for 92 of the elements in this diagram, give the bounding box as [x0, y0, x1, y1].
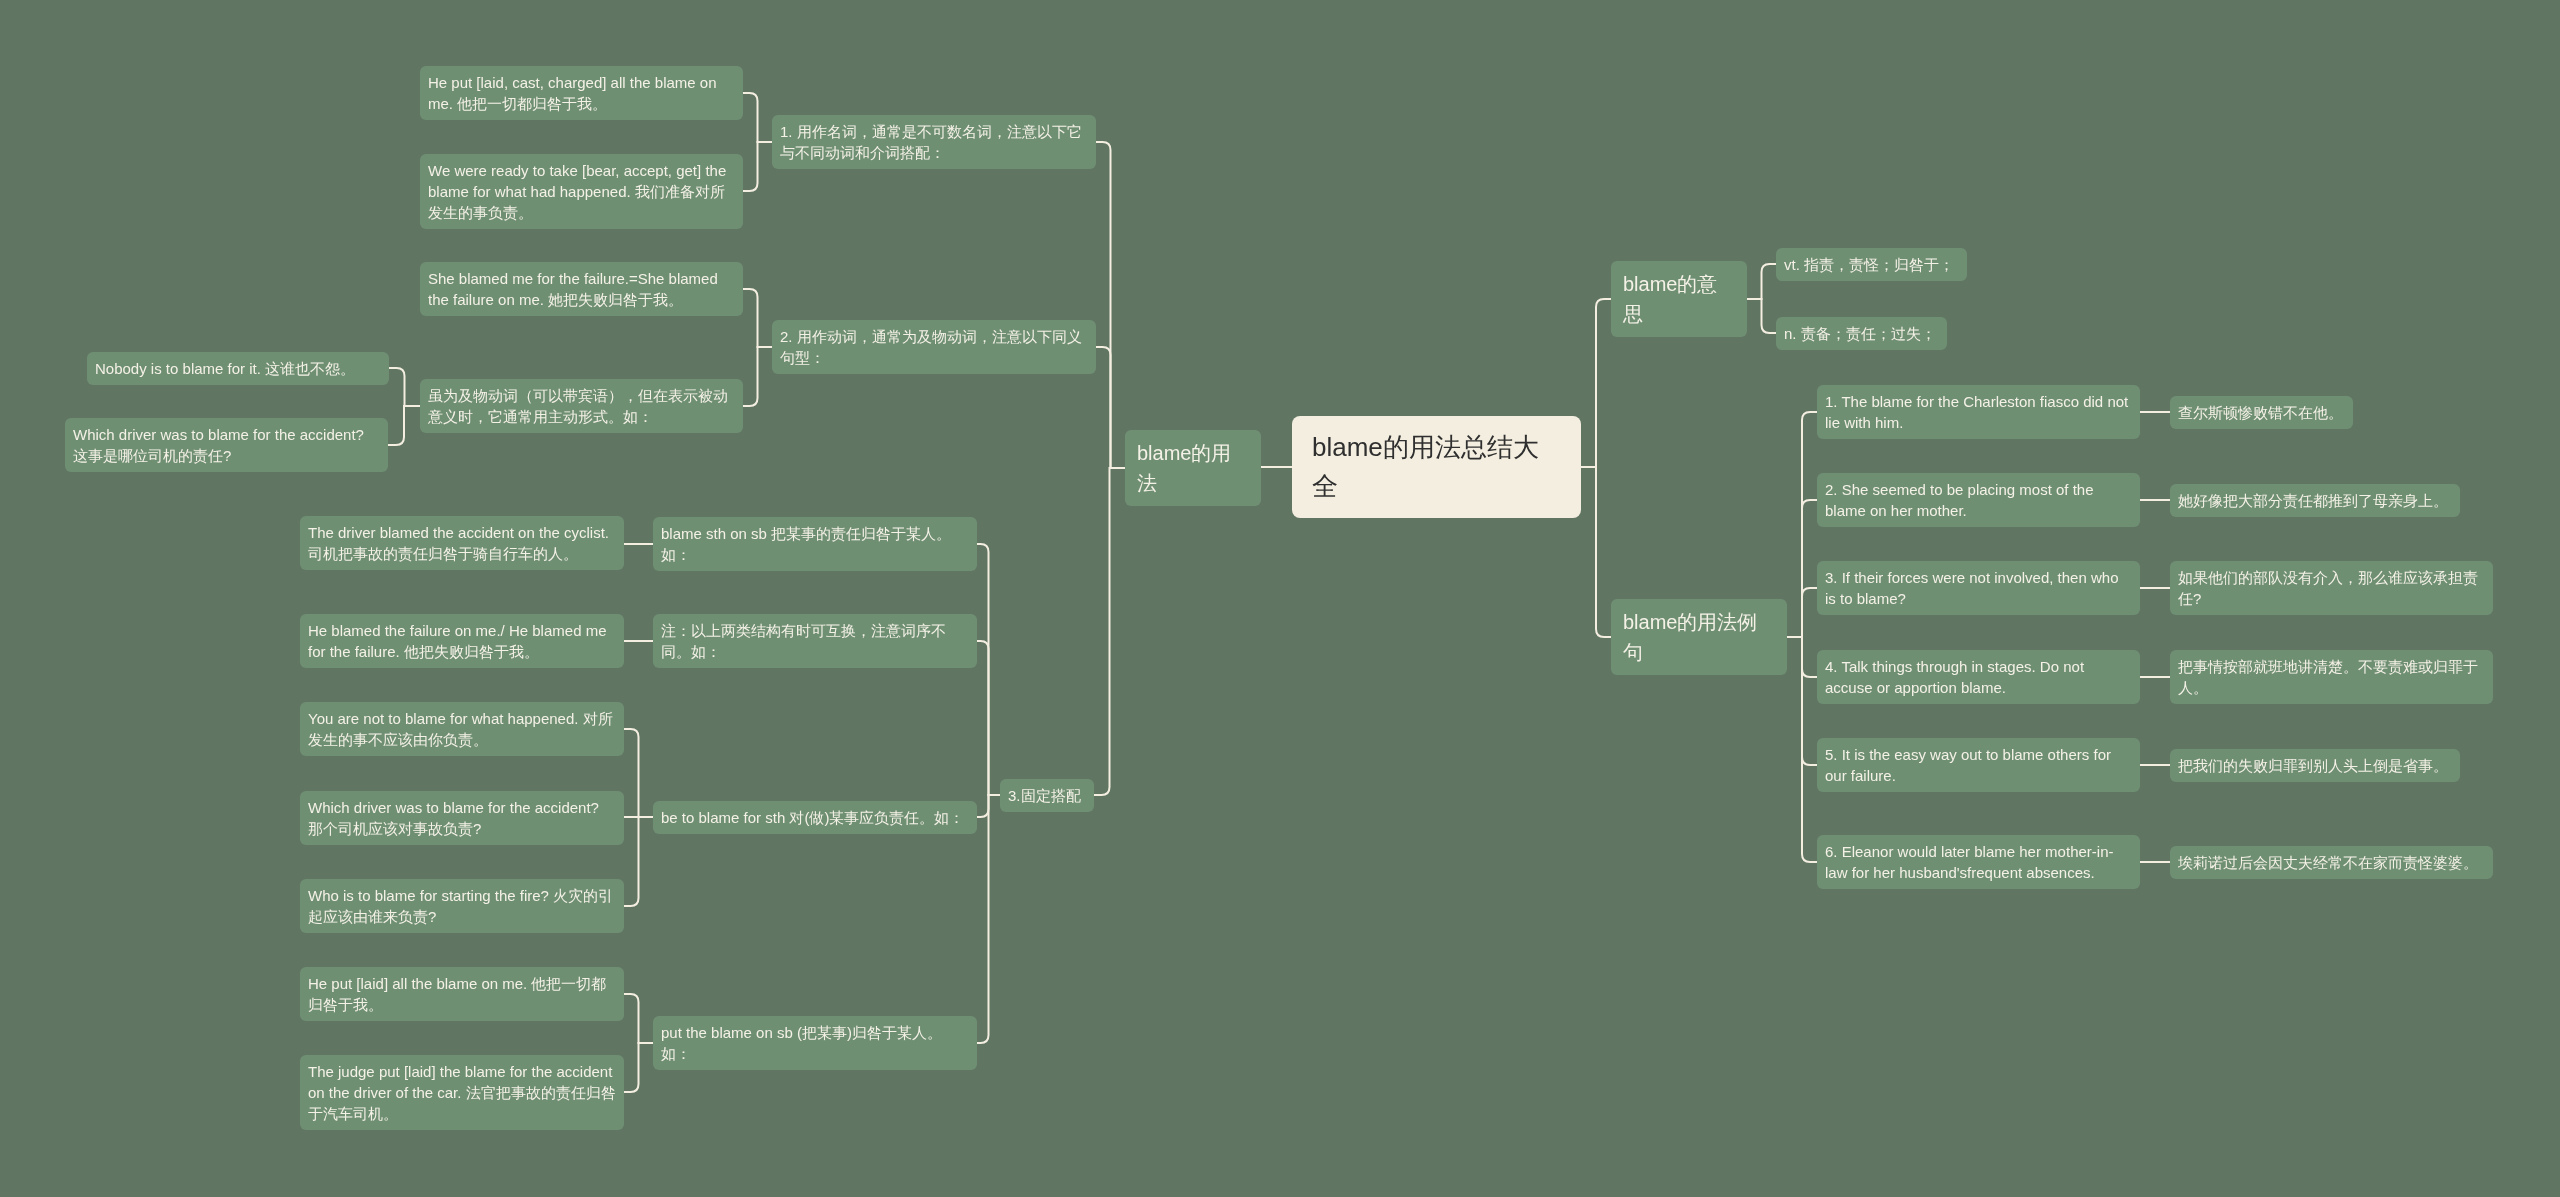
topic-text: We were ready to take [bear, accept, get] the blame for what had happened. 我们准备对所发生的事负责。: [428, 160, 728, 223]
subtopic-box: [1776, 316, 1947, 350]
subtopic-box: [420, 66, 743, 120]
subtopic-box: [300, 516, 624, 570]
subtopic-box: [653, 800, 977, 834]
topic-text: Which driver was to blame for the accident? 这事是哪位司机的责任?: [73, 425, 365, 466]
subtopic-box: [300, 614, 624, 668]
connector-line: [742, 141, 773, 192]
topic-text: The driver blamed the accident on the cyclist. 司机把事故的责任归咎于骑自行车的人。: [308, 523, 610, 564]
subtopic-box: [2170, 748, 2460, 782]
subtopic-box: [300, 1054, 624, 1130]
subtopic-box: [2170, 561, 2493, 615]
connector-line: [2139, 676, 2171, 678]
subtopic-box: [772, 115, 1096, 169]
subtopic-box: [1776, 247, 1967, 281]
connector-line: [2139, 411, 2171, 413]
topic-text: The judge put [laid] the blame for the accident on the driver of the car. 法官把事故的责任归咎于汽车司机。: [308, 1061, 616, 1124]
subtopic-box: [1817, 738, 2140, 792]
topic-text: be to blame for sth 对(做)某事应负责任。如：: [661, 807, 966, 828]
topic-text: 虽为及物动词（可以带宾语），但在表示被动意义时，它通常用主动形式。如：: [428, 386, 729, 427]
subtopic-box: [653, 614, 977, 668]
connector-line: [2139, 587, 2171, 589]
topic-text: blame sth on sb 把某事的责任归咎于某人。如：: [661, 524, 953, 565]
connector-line: [1786, 636, 1818, 863]
topic-text: She blamed me for the failure.=She blamed the failure on me. 她把失败归咎于我。: [428, 269, 719, 310]
subtopic-box: [1817, 561, 2140, 615]
topic-text: 1. 用作名词，通常是不可数名词，注意以下它与不同动词和介词搭配：: [780, 122, 1083, 163]
subtopic-box: [420, 262, 743, 316]
topic-text: Which driver was to blame for the accident? 那个司机应该对事故负责?: [308, 798, 600, 839]
topic-text: He put [laid, cast, charged] all the blame on me. 他把一切都归咎于我。: [428, 73, 718, 114]
connector-line: [623, 1042, 654, 1093]
topic-text: 埃莉诺过后会因丈夫经常不在家而责怪婆婆。: [2178, 852, 2479, 873]
subtopic-box: [300, 879, 624, 933]
topic-text: He blamed the failure on me./ He blamed me for the failure. 他把失败归咎于我。: [308, 621, 608, 662]
connector-line: [1746, 298, 1777, 334]
subtopic-box: [1817, 650, 2140, 704]
branch-topic: [1611, 599, 1787, 675]
connector-line: [387, 405, 421, 446]
topic-text: blame的用法总结大全: [1312, 431, 1540, 503]
topic-text: Nobody is to blame for it. 这谁也不怨。: [95, 358, 357, 379]
subtopic-box: [653, 1016, 977, 1070]
subtopic-box: [1000, 778, 1094, 812]
topic-text: 把我们的失败归罪到别人头上倒是省事。: [2178, 755, 2449, 776]
topic-text: Who is to blame for starting the fire? 火灾的引起应该由谁来负责?: [308, 886, 615, 927]
topic-text: blame的用法例句: [1623, 610, 1759, 665]
connector-line: [623, 543, 654, 545]
subtopic-box: [653, 517, 977, 571]
subtopic-box: [420, 379, 743, 433]
subtopic-box: [65, 418, 388, 472]
subtopic-box: [1817, 835, 2140, 889]
topic-text: 把事情按部就班地讲清楚。不要责难或归罪于人。: [2178, 657, 2479, 698]
connector-line: [2139, 764, 2171, 766]
subtopic-box: [2170, 650, 2493, 704]
topic-text: n. 责备；责任；过失；: [1784, 323, 1937, 344]
topic-text: 她好像把大部分责任都推到了母亲身上。: [2178, 490, 2449, 511]
topic-text: 5. It is the easy way out to blame others for our failure.: [1825, 745, 2112, 786]
subtopic-box: [300, 967, 624, 1021]
central-topic: [1292, 416, 1581, 518]
topic-text: 注：以上两类结构有时可互换，注意词序不同。如：: [661, 621, 947, 662]
topic-text: 2. 用作动词，通常为及物动词，注意以下同义句型：: [780, 327, 1083, 368]
topic-text: 1. The blame for the Charleston fiasco did not lie with him.: [1825, 392, 2130, 433]
connector-line: [976, 794, 1001, 1044]
subtopic-box: [2170, 845, 2493, 879]
subtopic-box: [87, 351, 389, 385]
topic-text: 3. If their forces were not involved, then who is to blame?: [1825, 568, 2120, 609]
topic-text: He put [laid] all the blame on me. 他把一切都归咎于我。: [308, 974, 608, 1015]
branch-topic: [1125, 430, 1261, 506]
topic-text: 2. She seemed to be placing most of the blame on her mother.: [1825, 480, 2095, 521]
subtopic-box: [2170, 483, 2460, 517]
topic-text: 查尔斯顿惨败错不在他。: [2178, 402, 2344, 423]
subtopic-box: [772, 320, 1096, 374]
topic-text: You are not to blame for what happened. 对所发生的事不应该由你负责。: [308, 709, 614, 750]
connector-line: [2139, 499, 2171, 501]
topic-text: 如果他们的部队没有介入，那么谁应该承担责任?: [2178, 568, 2479, 609]
subtopic-box: [1817, 473, 2140, 527]
topic-text: vt. 指责，责怪；归咎于；: [1784, 254, 1955, 275]
subtopic-box: [300, 791, 624, 845]
topic-text: 6. Eleanor would later blame her mother-in-law for her husband'sfrequent absences.: [1825, 842, 2115, 883]
connector-line: [1260, 466, 1293, 468]
connector-line: [623, 640, 654, 642]
topic-text: 3.固定搭配: [1008, 785, 1082, 806]
connector-line: [1093, 467, 1126, 796]
subtopic-box: [300, 702, 624, 756]
topic-text: blame的用法: [1137, 441, 1233, 496]
topic-text: blame的意思: [1623, 272, 1719, 327]
subtopic-box: [2170, 395, 2353, 429]
topic-text: put the blame on sb (把某事)归咎于某人。如：: [661, 1023, 943, 1064]
connector-line: [2139, 861, 2171, 863]
branch-topic: [1611, 261, 1747, 337]
topic-text: 4. Talk things through in stages. Do not accuse or apportion blame.: [1825, 657, 2086, 698]
subtopic-box: [420, 153, 743, 229]
subtopic-box: [1817, 385, 2140, 439]
